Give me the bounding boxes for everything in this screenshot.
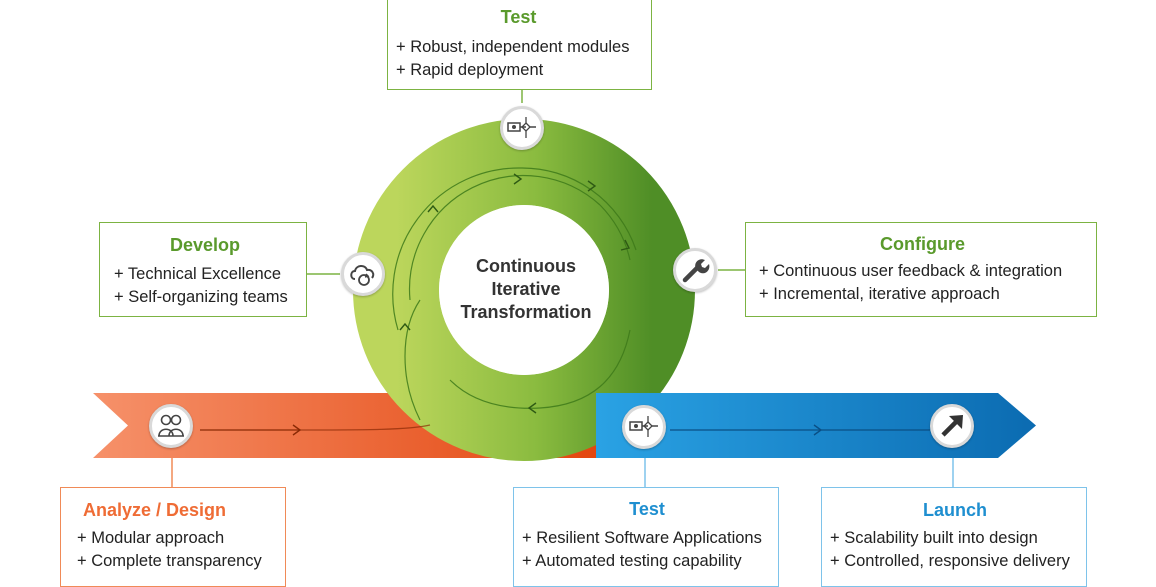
cloud-sync-icon — [341, 252, 385, 296]
develop-title: Develop — [169, 235, 241, 255]
test-bottom-item: + Resilient Software Applications — [522, 529, 762, 547]
test-top-title: Test — [500, 7, 537, 27]
configure-item: + Incremental, iterative approach — [759, 285, 1000, 303]
analyze-design-item: + Modular approach — [77, 529, 225, 547]
launch-title: Launch — [922, 500, 987, 520]
test-bottom-title: Test — [629, 499, 665, 519]
center-line-3: Transformation — [460, 302, 592, 322]
launch-item: + Controlled, responsive delivery — [830, 552, 1070, 570]
analyze-design-item: + Complete transparency — [77, 552, 262, 570]
develop-item: + Technical Excellence — [114, 265, 282, 283]
center-line-1: Continuous — [476, 256, 576, 276]
wrench-icon — [673, 248, 717, 292]
workflow-icon — [500, 106, 544, 150]
workflow-icon — [622, 405, 666, 449]
test-top-box: Test + Robust, independent modules + Rap… — [387, 0, 652, 90]
configure-box: Configure + Continuous user feedback & i… — [745, 222, 1097, 317]
launch-box: Launch + Scalability built into design +… — [821, 487, 1087, 587]
configure-item: + Continuous user feedback & integration — [759, 262, 1063, 280]
test-bottom-item: + Automated testing capability — [522, 552, 742, 570]
launch-band — [596, 393, 1036, 458]
test-bottom-box: Test + Resilient Software Applications +… — [513, 487, 779, 587]
develop-box: Develop + Technical Excellence + Self-or… — [99, 222, 307, 317]
test-top-item: + Rapid deployment — [396, 61, 544, 79]
center-label: Continuous Iterative Transformation — [436, 255, 616, 324]
test-top-item: + Robust, independent modules — [396, 38, 630, 56]
expand-arrow-icon — [930, 404, 974, 448]
configure-title: Configure — [880, 234, 965, 254]
develop-item: + Self-organizing teams — [114, 288, 288, 306]
center-line-2: Iterative — [491, 279, 561, 299]
team-icon — [149, 404, 193, 448]
iteration-ring — [353, 119, 695, 461]
analyze-design-box: Analyze / Design + Modular approach + Co… — [60, 487, 286, 587]
connector-lines — [307, 90, 745, 275]
analyze-design-title: Analyze / Design — [83, 500, 227, 520]
launch-item: + Scalability built into design — [830, 529, 1038, 547]
